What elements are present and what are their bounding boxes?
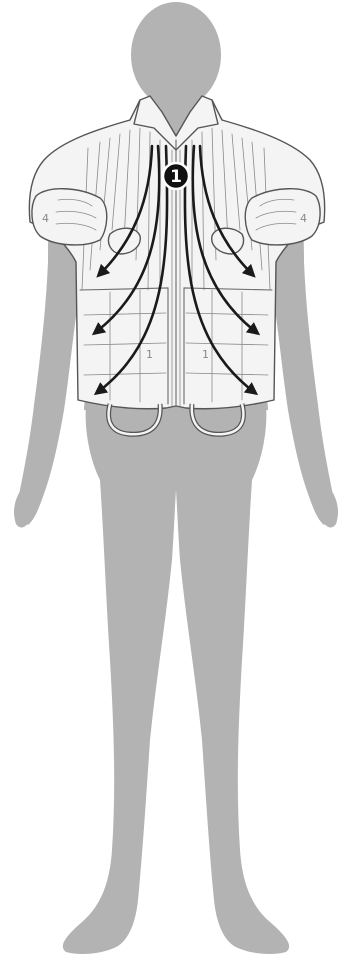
shoulder-pad-number-right: 4 bbox=[300, 212, 307, 225]
shoulder-pad-right: 4 bbox=[245, 189, 320, 245]
legs bbox=[63, 405, 289, 954]
step-marker: 1 bbox=[163, 163, 189, 189]
step-marker-number: 1 bbox=[170, 167, 182, 187]
head bbox=[131, 2, 221, 108]
svg-text:1: 1 bbox=[202, 348, 209, 361]
svg-text:1: 1 bbox=[146, 348, 153, 361]
shoulder-pad-left: 4 bbox=[32, 189, 107, 245]
shoulder-pad-number-left: 4 bbox=[42, 212, 49, 225]
